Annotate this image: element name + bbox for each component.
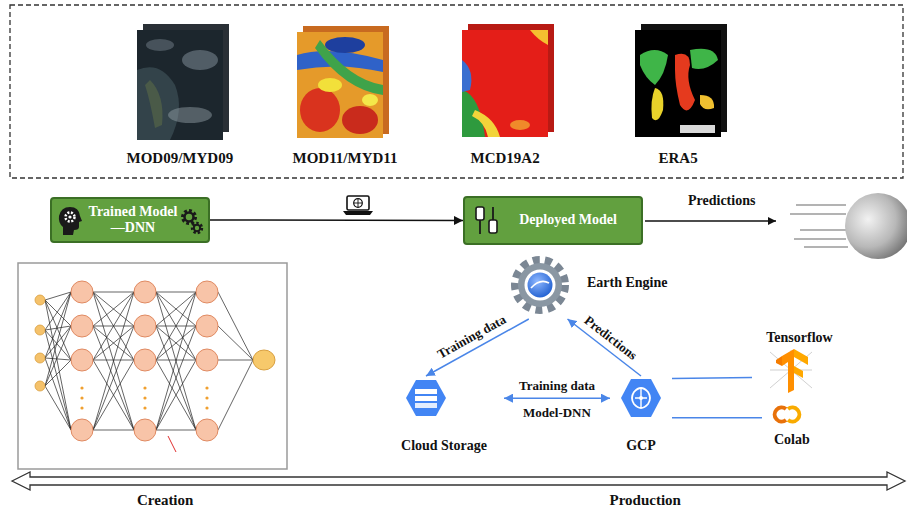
node-label: Trained Model —DNN	[86, 204, 180, 236]
colab-icon	[775, 408, 800, 422]
edge-label: Training data	[433, 312, 510, 364]
node-label: Cloud Storage	[384, 438, 504, 454]
connector	[672, 417, 762, 419]
process-box: Trained Model —DNN	[50, 197, 210, 243]
model-icon	[57, 205, 83, 237]
edge-label: Training data	[517, 379, 597, 394]
service-node: Tensorflow	[752, 330, 847, 396]
node-label: Earth Engine	[587, 275, 712, 291]
satellite-image	[297, 26, 389, 138]
gcp-icon	[621, 379, 661, 417]
satellite-image	[635, 24, 727, 137]
gear-icon	[179, 206, 205, 236]
node-label: Tensorflow	[752, 330, 847, 346]
satellite-image	[137, 24, 229, 140]
caption-label: Model-DNN	[523, 405, 591, 421]
satellite-image	[462, 24, 554, 137]
caption-label: MOD09/MYD09	[127, 150, 234, 167]
earth-engine-icon	[515, 260, 565, 310]
node-label: Colab	[774, 432, 834, 448]
tensorflow-icon	[770, 349, 812, 393]
dashed-frame	[10, 5, 903, 178]
service-node: Earth Engine	[503, 255, 718, 319]
edge-label: Predictions	[580, 312, 642, 365]
connector	[672, 377, 752, 379]
service-node: Cloud Storage	[384, 376, 504, 458]
service-node: GCP	[610, 376, 672, 458]
plug-icon	[473, 204, 501, 238]
connector	[504, 397, 610, 399]
caption-label: ERA5	[659, 150, 698, 167]
caption-label: Predictions	[688, 193, 755, 209]
node-label: Deployed Model	[519, 212, 617, 228]
output-arrow	[645, 220, 776, 221]
caption-label: MCD19A2	[471, 150, 540, 167]
phase-arrow	[12, 472, 905, 490]
cloud-storage-icon	[406, 380, 446, 416]
caption-label: Production	[610, 492, 681, 509]
caption-label: Creation	[137, 492, 193, 509]
caption-label: MOD11/MYD11	[293, 150, 398, 167]
globe-icon	[790, 193, 907, 259]
laptop-icon	[343, 196, 373, 215]
service-node: Colab	[762, 404, 834, 450]
node-label: GCP	[610, 438, 672, 454]
process-box: Deployed Model	[463, 196, 643, 245]
neural-network	[18, 263, 287, 469]
connector	[210, 219, 463, 221]
